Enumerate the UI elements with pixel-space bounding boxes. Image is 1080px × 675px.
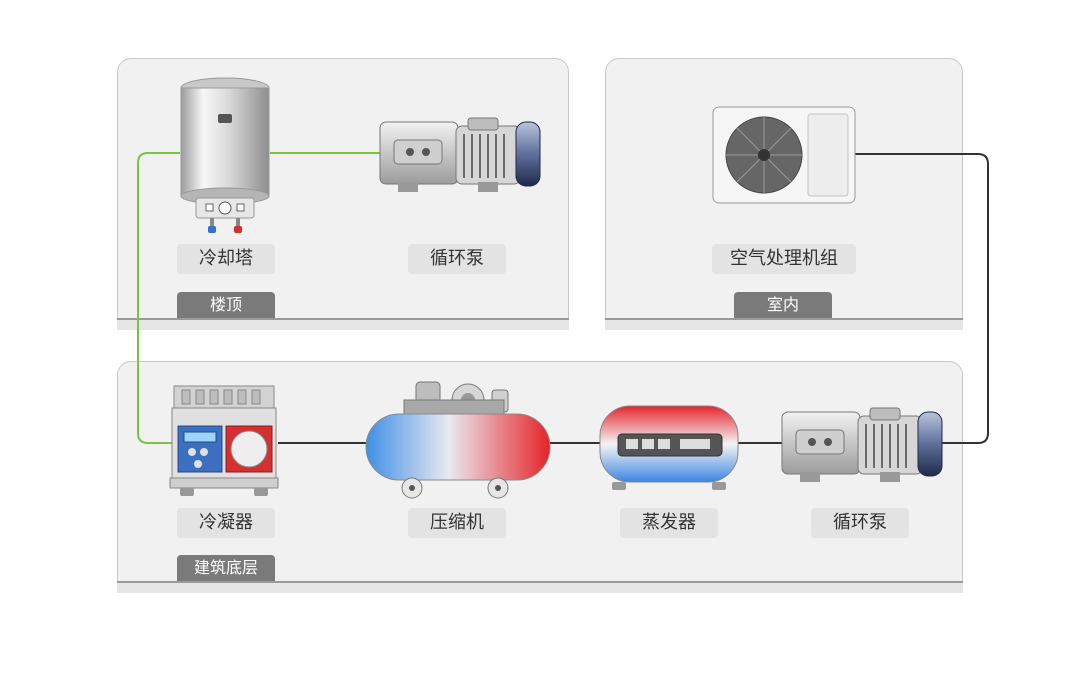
air-handler-label: 空气处理机组 xyxy=(712,244,856,274)
condenser-icon[interactable] xyxy=(168,382,280,498)
chilled-water-return xyxy=(855,153,989,444)
compressor-label: 压缩机 xyxy=(408,508,506,538)
cooling-water-pipe xyxy=(137,152,182,444)
indoor-zone-tag: 室内 xyxy=(734,292,832,318)
cooling-tower-label: 冷却塔 xyxy=(177,244,275,274)
air-handler-icon[interactable] xyxy=(712,106,856,204)
pump-bottom-label: 循环泵 xyxy=(811,508,909,538)
evaporator-icon[interactable] xyxy=(598,404,740,492)
basement-zone-tag: 建筑底层 xyxy=(177,555,275,581)
pump-icon-top[interactable] xyxy=(378,112,542,196)
basement-zone-floor xyxy=(117,581,963,593)
indoor-zone-floor xyxy=(605,318,963,330)
cooling-tower-icon[interactable] xyxy=(178,76,272,236)
roof-zone-tag: 楼顶 xyxy=(177,292,275,318)
pump-icon-bottom[interactable] xyxy=(780,402,944,486)
roof-zone-floor xyxy=(117,318,569,330)
compressor-icon[interactable] xyxy=(364,378,552,502)
condenser-label: 冷凝器 xyxy=(177,508,275,538)
evaporator-label: 蒸发器 xyxy=(620,508,718,538)
pump-top-label: 循环泵 xyxy=(408,244,506,274)
